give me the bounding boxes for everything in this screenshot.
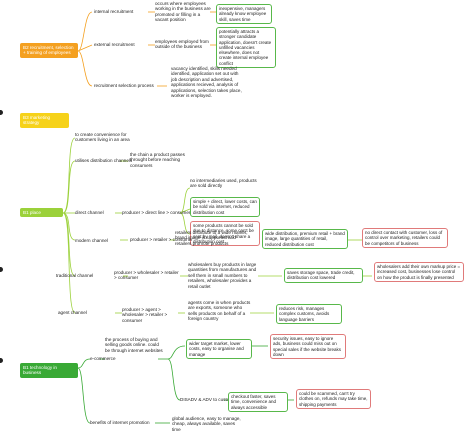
section-technology[interactable]: B1 technology in business [20, 363, 78, 378]
traditional-channel-flow: producer > wholesaler > retailer > consu… [114, 270, 179, 281]
direct-channel-pro: simple + direct, lower costs, can be sol… [190, 197, 260, 217]
traditional-channel-desc: wholesalers buy products in large quanti… [188, 262, 257, 289]
distribution-channels-label: utilises distribution channels [75, 158, 133, 163]
internal-recruitment-pro: inexpensive, managers already know emplo… [216, 4, 272, 24]
modern-channel-flow: producer > retailer > consumer [130, 237, 193, 242]
section-marketing-strategy[interactable]: B3 marketing strategy [20, 113, 69, 128]
business-disadvantages: security issues, easy to ignore ads, bus… [270, 334, 346, 360]
collapse-handle[interactable] [0, 110, 3, 115]
external-recruitment-pro: potentially attracts a stronger candidat… [216, 27, 276, 69]
agent-channel-pro: reduces risk, manages complex customs, a… [276, 304, 342, 324]
internal-recruitment-label: internal recruitment [94, 9, 134, 14]
direct-channel-label: direct channel [75, 210, 104, 215]
internal-recruitment-desc: occurs where employees working in the bu… [155, 1, 211, 23]
external-recruitment-desc: employees employed from outside of the b… [155, 39, 209, 50]
section-place[interactable]: B1 place [20, 208, 63, 218]
agent-channel-label: agent channel [58, 310, 87, 315]
business-advantages: wider target market, lower costs, easy t… [186, 339, 252, 359]
traditional-channel-con: wholesalers add their own markup price =… [374, 262, 464, 282]
direct-channel-note: no intermediaries used, products are sol… [190, 178, 257, 189]
selection-process-desc: vacancy identified, skills needed identi… [171, 66, 242, 99]
agent-channel-flow: producer > agent > wholesaler > retailer… [122, 307, 168, 323]
external-recruitment-label: external recruitment [94, 42, 135, 47]
collapse-handle[interactable] [0, 358, 3, 363]
ecommerce-label: e-commerce [90, 356, 116, 361]
modern-channel-label: modern channel [75, 238, 108, 243]
internet-promotion-label: benefits of internet promotion [90, 420, 150, 425]
customer-disadvantages: could be scammed, can't try clothes on, … [296, 389, 371, 409]
selection-process-label: recruitment selection process [94, 83, 154, 88]
connector-b2-external [77, 44, 93, 52]
connector-b2-selection [77, 50, 93, 87]
modern-channel-con: no direct contact with customer, loss of… [362, 228, 448, 248]
section-recruitment[interactable]: B2 recruitment, selection + training of … [20, 43, 78, 58]
agent-channel-desc: agents come in when products are exports… [188, 300, 251, 322]
internet-promotion-desc: global audience, easy to manage, cheap, … [172, 416, 241, 432]
direct-channel-con: some products cannot be sold due to dist… [190, 221, 260, 247]
distribution-channels-desc: the chain a product passes throught befo… [130, 152, 185, 168]
traditional-channel-pro: saves storage space, trade credit, distr… [284, 268, 363, 283]
modern-channel-pro: wide distribution, premium retail + bran… [262, 229, 348, 249]
place-purpose: to create convenience for customers livi… [75, 132, 130, 143]
ecommerce-desc: the process of buying and selling goods … [105, 337, 163, 353]
connector-b2-internal [77, 11, 93, 52]
collapse-handle[interactable] [0, 267, 3, 272]
direct-channel-flow: producer > direct line > consumer [122, 210, 191, 215]
connector-place-purpose [62, 137, 76, 214]
modern-channel-desc: retailers distribute to a wide market, b… [175, 230, 248, 246]
customer-advantages: checkout faster, saves time, convenience… [228, 392, 288, 412]
traditional-channel-label: traditional channel [56, 273, 94, 278]
